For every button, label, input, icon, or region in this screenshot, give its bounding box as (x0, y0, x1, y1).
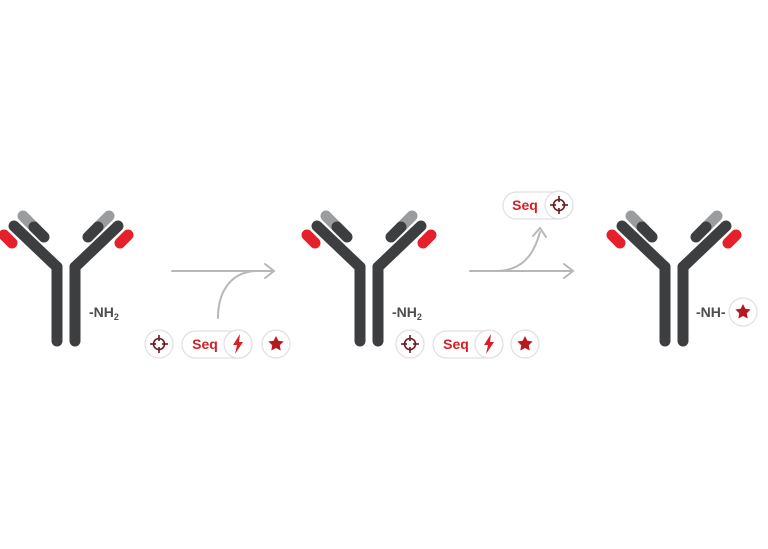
seq-reactive-chip-1: Seq (181, 329, 253, 359)
seq-label-1: Seq (192, 336, 218, 352)
amine-label-3: -NH- (696, 304, 726, 320)
antibody-3 (612, 216, 736, 341)
seq-label-2: Seq (443, 336, 469, 352)
target-chip-2 (395, 329, 425, 359)
target-chip-1 (144, 329, 174, 359)
antibody-2 (307, 216, 431, 341)
amine-label-2: -NH2 (392, 304, 422, 322)
reaction-arrow-1 (171, 263, 276, 319)
antibody-1 (4, 216, 128, 341)
amine-label-1: -NH2 (89, 304, 119, 322)
seq-label-3: Seq (512, 197, 538, 213)
reaction-arrow-2 (469, 226, 575, 279)
seq-target-leaving-chip: Seq (502, 190, 574, 220)
payload-chip-1 (261, 329, 291, 359)
payload-chip-2 (510, 329, 540, 359)
seq-reactive-chip-2: Seq (432, 329, 504, 359)
payload-chip-3 (728, 297, 758, 327)
